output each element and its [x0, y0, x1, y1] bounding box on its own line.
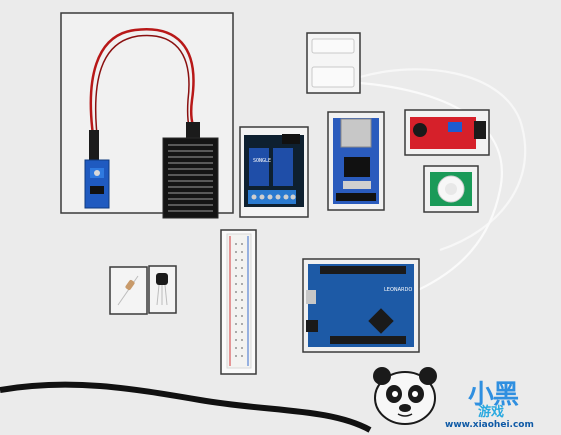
usb-cable — [0, 381, 372, 433]
reed-switch-wire-2 — [359, 81, 503, 291]
arduino-pcb — [308, 264, 414, 347]
potentiometer-knob — [94, 170, 100, 176]
arduino-bottom-header — [330, 336, 406, 344]
rain-plate-traces — [168, 144, 213, 212]
arduino-usb-port — [306, 290, 316, 304]
rain-plate — [162, 137, 219, 219]
pir-lens-center — [445, 183, 457, 195]
arduino-top-header — [320, 266, 406, 274]
microphone — [413, 123, 427, 137]
reed-magnet — [311, 38, 355, 54]
transistor-leads — [156, 284, 168, 306]
watermark-url: www.xiaohei.com — [445, 420, 534, 430]
sensor-wire-red — [89, 28, 197, 136]
watermark-title: 小黑 — [468, 380, 519, 410]
ethernet-header — [336, 193, 376, 201]
relay-terminal-screws — [251, 194, 296, 200]
comparator-chip — [90, 186, 104, 194]
sound-header — [474, 121, 486, 139]
sensor-connector — [89, 130, 99, 160]
relay-header — [282, 134, 300, 144]
comparator-board — [84, 159, 110, 209]
rj45-jack — [340, 118, 372, 148]
plate-connector — [186, 122, 200, 138]
crystal — [343, 181, 371, 189]
reed-switch-body — [311, 66, 355, 88]
arduino-mcu — [368, 308, 394, 334]
breadboard-holes — [235, 243, 243, 357]
panda-mascot — [373, 367, 437, 425]
breadboard-body — [226, 233, 252, 369]
resistor-body — [125, 279, 135, 291]
arduino-board-label: LEONARDO — [384, 287, 412, 293]
sound-potentiometer — [448, 122, 462, 132]
resistor-leads — [117, 275, 139, 306]
arduino-power-jack — [306, 320, 318, 332]
watermark-subtitle: 游戏 — [478, 405, 505, 420]
sensor-wire-dark — [94, 34, 191, 136]
relay-1 — [249, 148, 269, 186]
transistor-body — [156, 273, 168, 285]
ethernet-chip — [344, 157, 370, 177]
relay-label: SONGLE — [253, 158, 272, 164]
relay-2 — [273, 148, 293, 186]
